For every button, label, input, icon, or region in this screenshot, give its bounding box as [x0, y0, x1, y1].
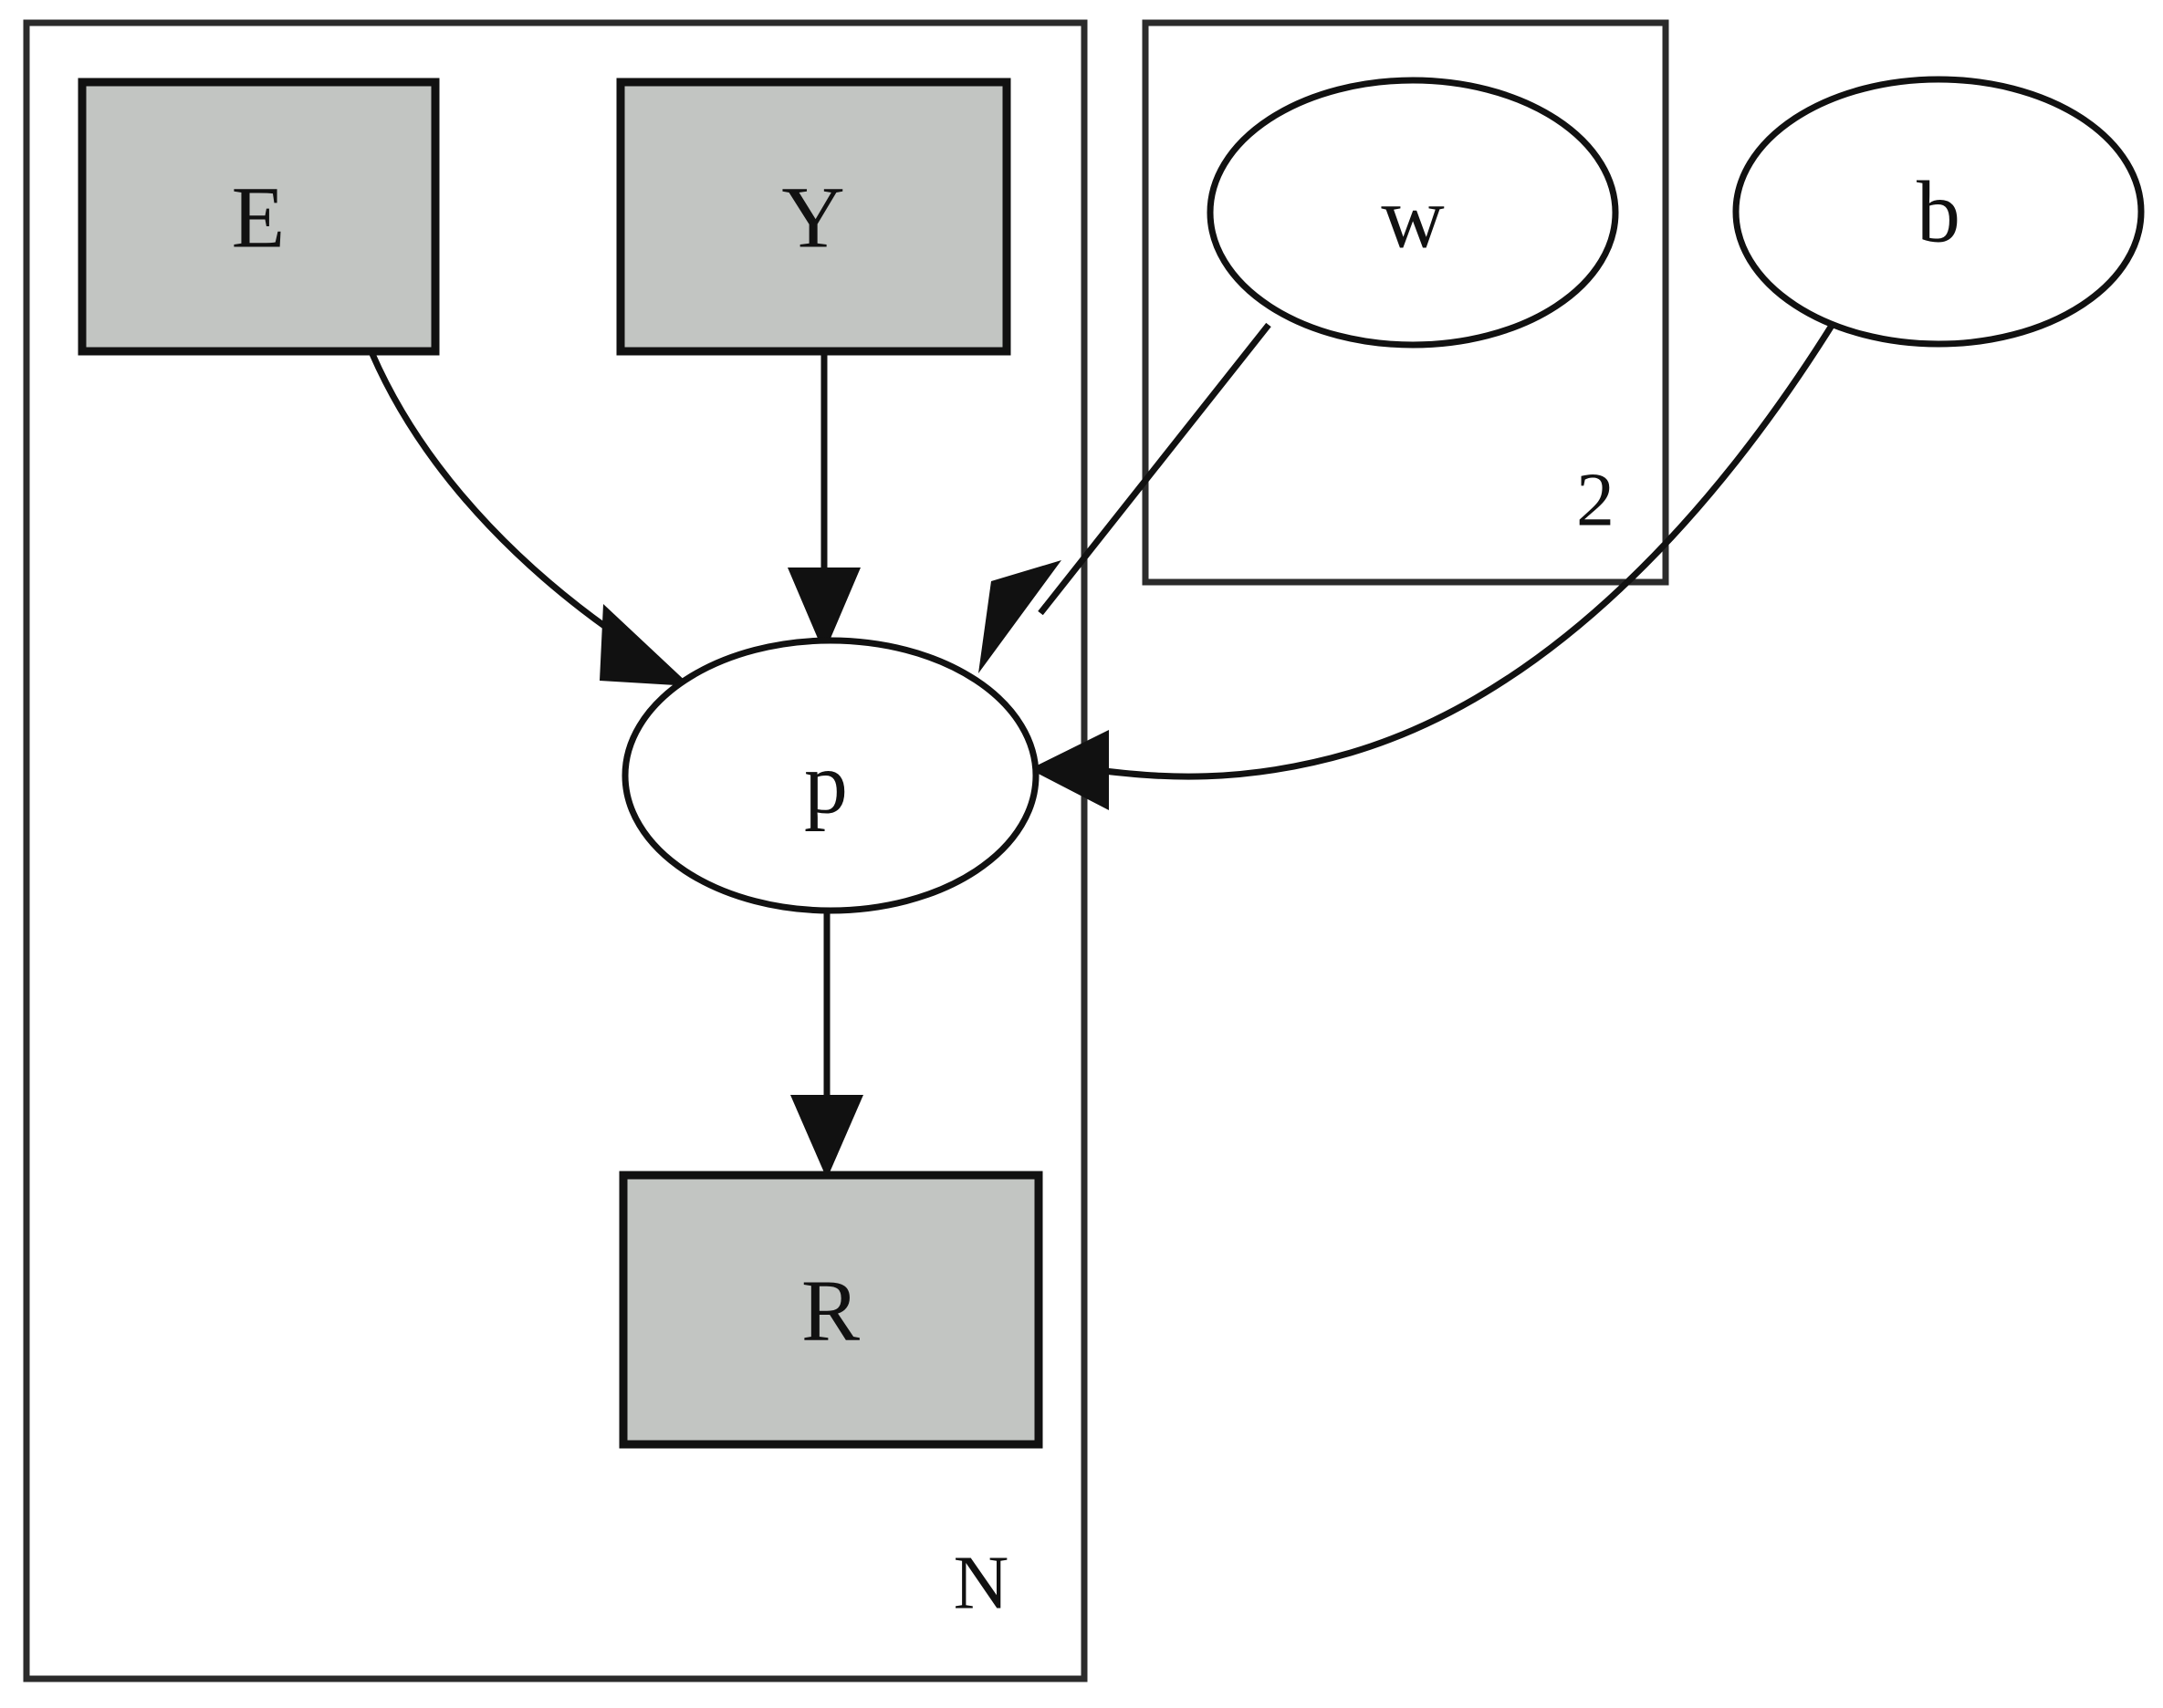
- edge-y-to-p: [788, 354, 861, 653]
- node-y[interactable]: Y: [616, 78, 1011, 356]
- edge-b-to-p-arrowhead: [1029, 730, 1109, 810]
- edge-e-to-p-line: [369, 352, 641, 652]
- node-e-shape[interactable]: [78, 78, 440, 356]
- edge-e-to-p-arrowhead: [600, 604, 691, 686]
- node-w-shape[interactable]: [1207, 77, 1619, 349]
- node-y-label: Y: [781, 169, 844, 266]
- node-p-label: p: [804, 734, 848, 832]
- node-b-shape[interactable]: [1732, 76, 2145, 348]
- edge-e-to-p: [369, 352, 691, 686]
- plate-2: 2: [1142, 19, 1669, 586]
- plate-2-label: 2: [1576, 458, 1614, 543]
- edge-w-to-p-line: [1038, 322, 1271, 616]
- node-w-label: w: [1381, 169, 1444, 266]
- edge-b-to-p-line: [1103, 319, 1837, 780]
- plate-n-border: [23, 19, 1088, 1682]
- node-r[interactable]: R: [619, 1171, 1043, 1449]
- node-e-label: E: [232, 169, 286, 266]
- plate-n-label: N: [954, 1541, 1009, 1626]
- edge-p-to-r-arrowhead: [790, 1095, 863, 1179]
- node-r-label: R: [801, 1262, 860, 1359]
- node-p-shape[interactable]: [622, 637, 1040, 914]
- plate-2-border: [1142, 19, 1669, 586]
- edge-p-to-r: [790, 909, 863, 1179]
- node-w[interactable]: w: [1207, 77, 1619, 349]
- node-p[interactable]: p: [622, 637, 1040, 914]
- edge-y-to-p-arrowhead: [788, 568, 861, 653]
- node-y-shape[interactable]: [616, 78, 1011, 356]
- node-b[interactable]: b: [1732, 76, 2145, 348]
- node-e[interactable]: E: [78, 78, 440, 356]
- node-r-shape[interactable]: [619, 1171, 1043, 1449]
- edge-w-to-p: [978, 322, 1271, 673]
- edge-w-to-p-arrowhead: [978, 560, 1061, 673]
- node-b-label: b: [1917, 163, 1960, 261]
- edge-b-to-p: [1029, 319, 1837, 810]
- plate-n: N: [23, 19, 1088, 1682]
